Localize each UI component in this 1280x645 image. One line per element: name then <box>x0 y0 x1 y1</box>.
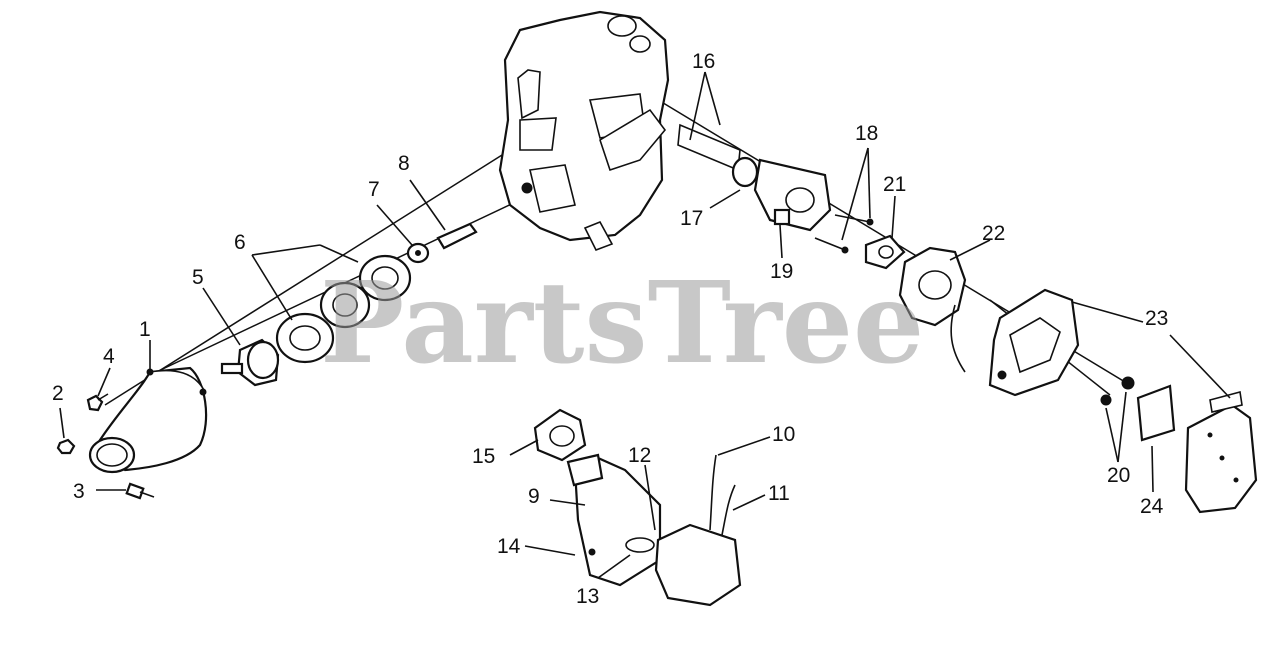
callout-12: 12 <box>628 444 651 467</box>
callout-14: 14 <box>497 535 521 558</box>
washer-part <box>406 242 430 264</box>
callout-labels: 1 2 3 4 5 6 7 8 9 10 11 12 13 14 15 16 1… <box>52 50 1168 608</box>
callout-9: 9 <box>528 485 540 508</box>
carburetor <box>898 246 967 373</box>
clutch-drum <box>220 338 280 387</box>
callout-15: 15 <box>472 445 495 468</box>
callout-21: 21 <box>883 173 906 196</box>
callout-11: 11 <box>768 482 790 505</box>
callout-4: 4 <box>103 345 115 368</box>
callout-10: 10 <box>772 423 795 446</box>
filter-cover <box>1184 390 1258 514</box>
callout-22: 22 <box>982 222 1005 245</box>
fuel-cap <box>533 408 587 462</box>
clutch-assembly <box>275 254 412 364</box>
screw-small-part <box>86 393 109 412</box>
watermark-text: PartsTree <box>320 258 924 389</box>
callout-6: 6 <box>234 231 246 254</box>
callout-1: 1 <box>139 318 151 341</box>
callout-8: 8 <box>398 152 410 175</box>
filter-nuts <box>1100 376 1135 406</box>
callout-18: 18 <box>855 122 878 145</box>
bolts-part <box>814 214 874 254</box>
leader-lines <box>59 71 1231 579</box>
fan-housing <box>88 366 208 474</box>
callout-5: 5 <box>192 266 204 289</box>
callout-13: 13 <box>576 585 599 608</box>
shaft-sleeve <box>436 222 478 250</box>
callout-24: 24 <box>1140 495 1164 518</box>
callout-17: 17 <box>680 207 703 230</box>
callout-2: 2 <box>52 382 64 405</box>
callout-19: 19 <box>770 260 793 283</box>
callout-7: 7 <box>368 178 380 201</box>
callout-16: 16 <box>692 50 715 73</box>
screw-part <box>125 482 155 500</box>
engine-block <box>498 10 670 252</box>
air-filter-base <box>988 288 1080 397</box>
filter-element <box>1136 384 1176 442</box>
gasket-part <box>864 234 906 270</box>
callout-3: 3 <box>73 480 85 503</box>
fuel-filter-housing <box>654 454 742 607</box>
fuel-tank <box>566 453 662 587</box>
exhaust-manifold <box>677 123 832 232</box>
nut-part <box>56 438 76 455</box>
callout-20: 20 <box>1107 464 1130 487</box>
callout-23: 23 <box>1145 307 1168 330</box>
